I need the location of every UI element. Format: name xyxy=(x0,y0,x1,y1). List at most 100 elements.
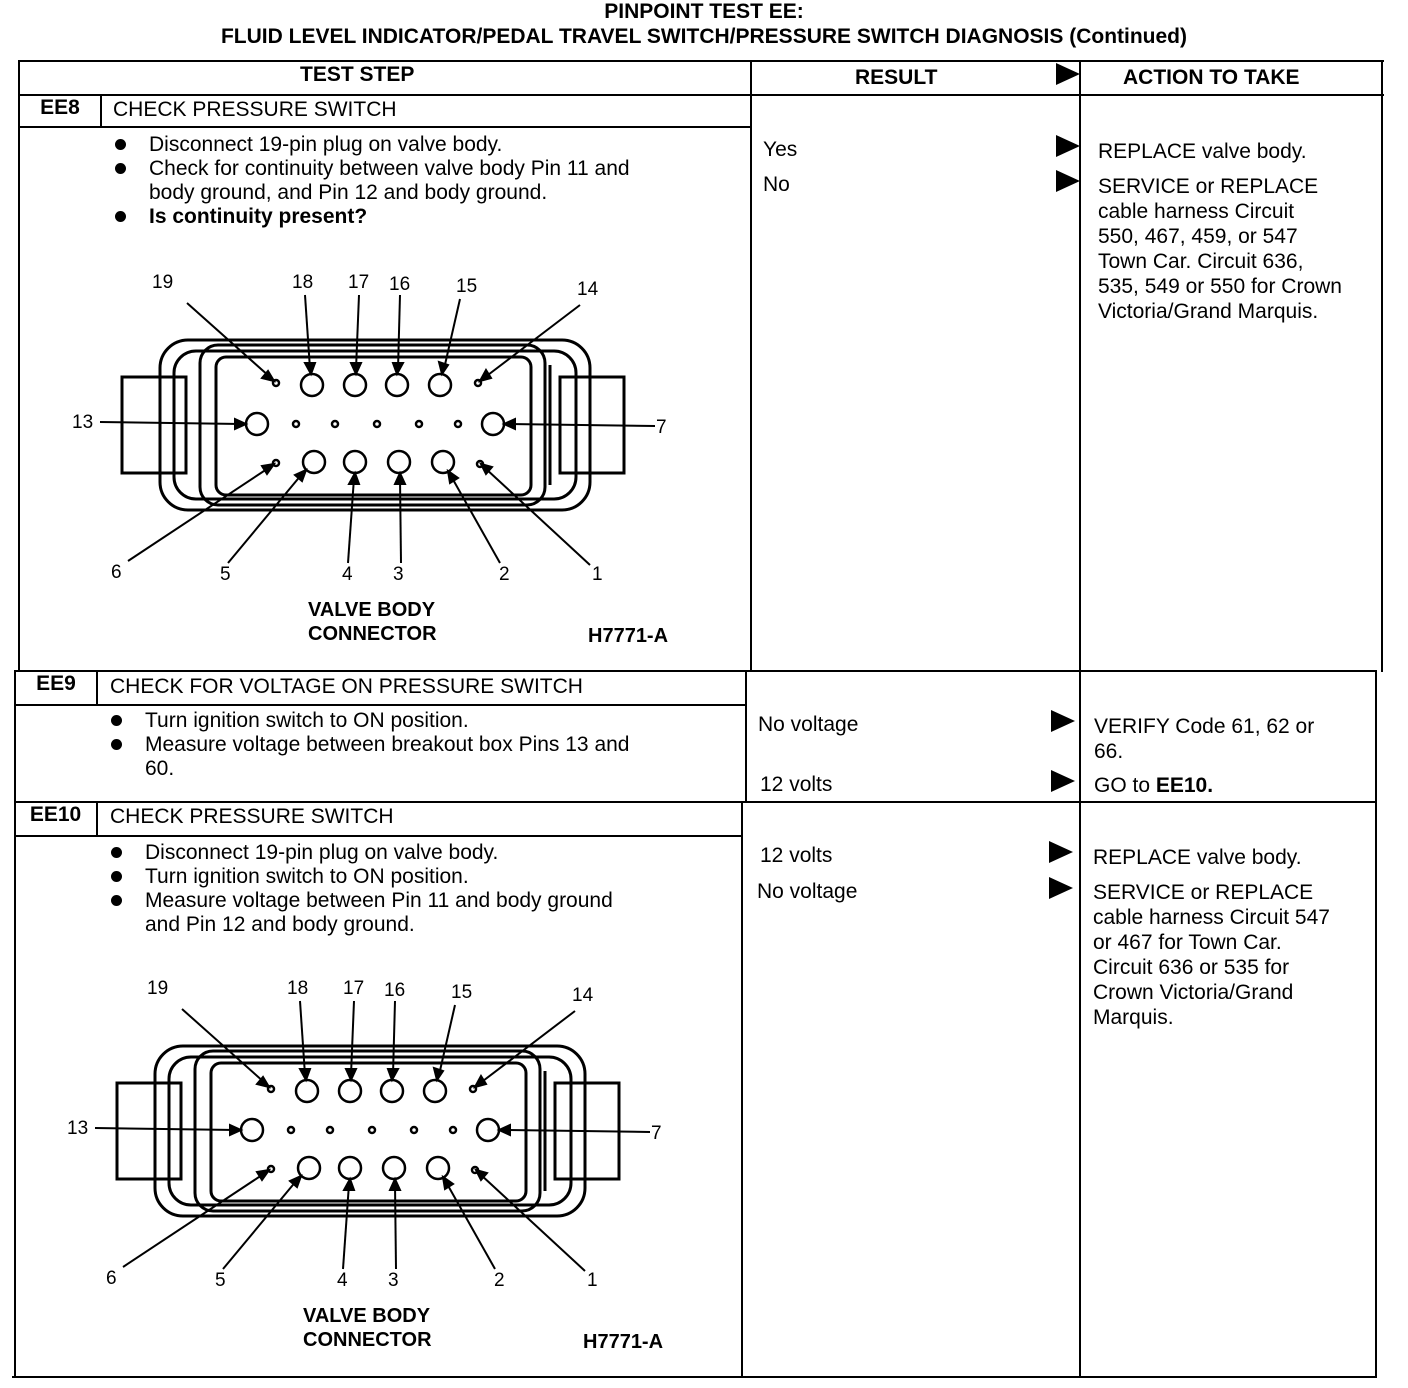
page-title-line2: FLUID LEVEL INDICATOR/PEDAL TRAVEL SWITC… xyxy=(220,25,1188,48)
ee9-action-no-voltage: VERIFY Code 61, 62 or 66. xyxy=(1094,715,1315,763)
pin-label-15: 15 xyxy=(451,982,472,1003)
step-id-divider-ee10 xyxy=(96,801,98,836)
pin-label-1: 1 xyxy=(592,564,603,585)
col-header-result: RESULT xyxy=(855,66,938,89)
pin-number-labels: 19 18 17 16 15 14 13 7 6 5 4 3 2 1 xyxy=(67,978,662,1291)
ee8-result-arrow-yes-icon xyxy=(1056,135,1080,157)
ee10-bullet-2: Turn ignition switch to ON position. xyxy=(109,865,613,889)
pin-leader-lines xyxy=(99,294,656,566)
valve-body-connector-diagram-ee10: 19 18 17 16 15 14 13 7 6 5 4 3 2 1 VALVE… xyxy=(67,978,663,1353)
ee9-top-border xyxy=(15,670,1377,672)
pin-label-4: 4 xyxy=(342,564,353,585)
ee9-title-border xyxy=(15,704,746,706)
step-id-divider-ee8 xyxy=(100,94,102,127)
result-col-left-border-a xyxy=(750,60,752,672)
connector-pins xyxy=(244,372,506,475)
pin-label-2: 2 xyxy=(499,564,510,585)
pin-label-5: 5 xyxy=(220,564,231,585)
diagram-caption-line2: CONNECTOR xyxy=(303,1329,432,1351)
ee9-result-no-voltage: No voltage xyxy=(758,713,859,736)
page-title-line1: PINPOINT TEST EE: xyxy=(604,0,804,23)
table-right-border-lower xyxy=(1375,670,1377,1378)
pin-label-7: 7 xyxy=(656,417,667,438)
diagram-caption-line1: VALVE BODY xyxy=(303,1305,431,1327)
col-header-arrow-icon xyxy=(1056,63,1080,85)
pin-label-15: 15 xyxy=(456,276,477,297)
pin-label-6: 6 xyxy=(111,562,122,583)
ee8-step-id: EE8 xyxy=(40,96,80,119)
ee8-result-no: No xyxy=(763,173,790,196)
ee9-result-arrow-12-volts-icon xyxy=(1051,770,1075,792)
ee10-bullet-3: Measure voltage between Pin 11 and body … xyxy=(109,889,613,937)
ee9-bullet-1: Turn ignition switch to ON position. xyxy=(109,709,630,733)
step-id-divider-ee9 xyxy=(96,670,98,705)
ee8-title-border xyxy=(18,126,751,128)
pin-label-13: 13 xyxy=(72,412,93,433)
ee9-action-12-volts: GO to EE10. xyxy=(1094,774,1214,797)
ee8-title: CHECK PRESSURE SWITCH xyxy=(113,98,397,121)
diagram-figure-id: H7771-A xyxy=(583,1331,663,1353)
pin-label-18: 18 xyxy=(292,272,313,293)
pin-label-5: 5 xyxy=(215,1270,226,1291)
ee8-bullet-list: Disconnect 19-pin plug on valve body. Ch… xyxy=(113,133,630,229)
pin-label-14: 14 xyxy=(577,279,599,300)
ee9-step-id: EE9 xyxy=(36,672,76,695)
ee10-action-no-voltage: SERVICE or REPLACE cable harness Circuit… xyxy=(1093,881,1330,1029)
ee10-title-border xyxy=(14,835,742,837)
connector-pins xyxy=(239,1078,501,1181)
ee10-result-12-volts: 12 volts xyxy=(760,844,833,867)
pin-label-4: 4 xyxy=(337,1270,348,1291)
ee10-top-border xyxy=(14,801,1376,803)
table-left-border xyxy=(18,60,20,672)
pin-label-2: 2 xyxy=(494,1270,505,1291)
pin-label-7: 7 xyxy=(651,1123,662,1144)
ee8-result-arrow-no-icon xyxy=(1056,170,1080,192)
table-right-border xyxy=(1381,60,1383,672)
result-col-left-border-b xyxy=(745,670,747,803)
diagram-figure-id: H7771-A xyxy=(588,625,668,647)
col-header-action: ACTION TO TAKE xyxy=(1123,66,1300,89)
diagram-caption-line1: VALVE BODY xyxy=(308,599,436,621)
ee8-bullet-3: Is continuity present? xyxy=(113,205,630,229)
ee9-bullet-2: Measure voltage between breakout box Pin… xyxy=(109,733,630,781)
diagram-caption-line2: CONNECTOR xyxy=(308,623,437,645)
table-top-border xyxy=(18,60,1384,62)
action-col-left-border xyxy=(1079,60,1081,1378)
table-bottom-border xyxy=(12,1376,1375,1378)
ee9-result-arrow-no-voltage-icon xyxy=(1051,710,1075,732)
ee8-action-no: SERVICE or REPLACE cable harness Circuit… xyxy=(1098,175,1342,323)
pin-label-3: 3 xyxy=(393,564,404,585)
pin-label-18: 18 xyxy=(287,978,308,999)
ee9-result-12-volts: 12 volts xyxy=(760,773,833,796)
pin-label-17: 17 xyxy=(348,272,369,293)
header-bottom-border xyxy=(18,94,1384,96)
pin-label-16: 16 xyxy=(384,980,405,1001)
ee10-bullet-1: Disconnect 19-pin plug on valve body. xyxy=(109,841,613,865)
ee8-bullet-2: Check for continuity between valve body … xyxy=(113,157,630,205)
pin-label-19: 19 xyxy=(152,272,173,293)
ee9-title: CHECK FOR VOLTAGE ON PRESSURE SWITCH xyxy=(110,675,583,698)
pin-label-13: 13 xyxy=(67,1118,88,1139)
ee10-step-id: EE10 xyxy=(29,803,82,826)
result-col-left-border-c xyxy=(741,801,743,1378)
ee10-action-12-volts: REPLACE valve body. xyxy=(1093,846,1302,869)
ee10-title: CHECK PRESSURE SWITCH xyxy=(110,805,394,828)
ee8-action-yes: REPLACE valve body. xyxy=(1098,140,1307,163)
pin-label-19: 19 xyxy=(147,978,168,999)
pin-label-17: 17 xyxy=(343,978,364,999)
pin-label-14: 14 xyxy=(572,985,594,1006)
pin-label-6: 6 xyxy=(106,1268,117,1289)
pin-label-16: 16 xyxy=(389,274,410,295)
pin-leader-lines xyxy=(94,1000,651,1272)
ee8-result-yes: Yes xyxy=(763,138,798,161)
ee10-result-arrow-no-voltage-icon xyxy=(1049,877,1073,899)
ee10-bullet-list: Disconnect 19-pin plug on valve body. Tu… xyxy=(109,841,613,937)
col-header-test-step: TEST STEP xyxy=(300,63,415,86)
ee9-bullet-list: Turn ignition switch to ON position. Mea… xyxy=(109,709,630,781)
pin-label-1: 1 xyxy=(587,1270,598,1291)
pin-number-labels: 19 18 17 16 15 14 13 7 6 5 4 3 2 1 xyxy=(72,272,667,585)
ee10-result-arrow-12-volts-icon xyxy=(1049,841,1073,863)
ee8-bullet-1: Disconnect 19-pin plug on valve body. xyxy=(113,133,630,157)
valve-body-connector-diagram-ee8: 19 18 17 16 15 14 13 7 6 5 4 3 2 1 VALVE… xyxy=(72,272,668,647)
table-left-border-lower xyxy=(14,670,16,1378)
